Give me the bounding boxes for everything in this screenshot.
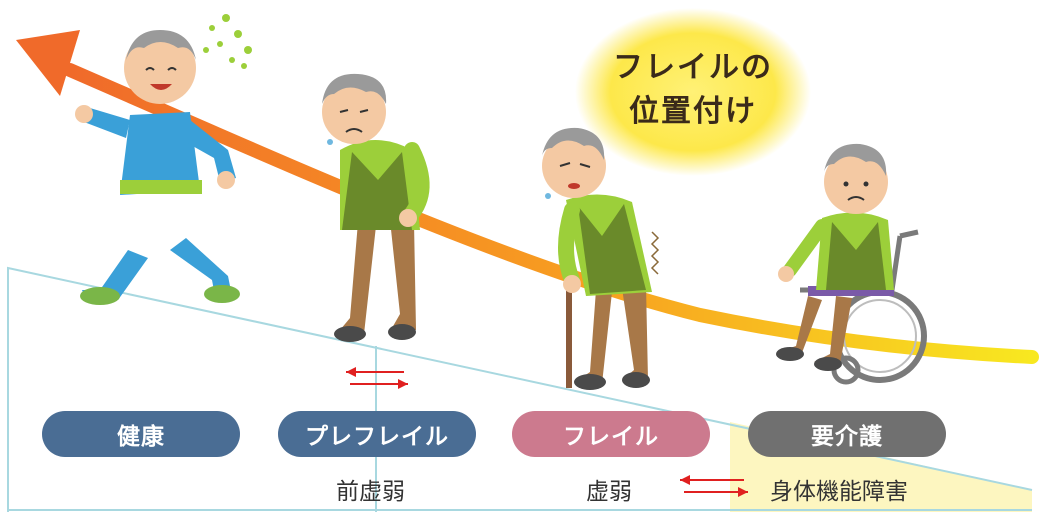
stage-pill-healthy: 健康 <box>42 411 240 457</box>
prefrail-man-figure <box>322 73 430 342</box>
title-glow <box>575 8 811 176</box>
stage-sub-care: 身体機能障害 <box>770 479 908 505</box>
title-line1: フレイルの <box>613 50 773 85</box>
stage-pill-care: 要介護 <box>748 411 946 457</box>
title-line2: 位置付け <box>629 94 757 129</box>
stage-pill-prefrail: プレフレイル <box>278 411 476 457</box>
healthy-man-figure <box>75 30 240 305</box>
stage-pill-frail: フレイル <box>512 411 710 457</box>
reversible-arrows-icon <box>346 367 408 389</box>
frail-man-figure <box>542 127 660 390</box>
title-badge: フレイルの 位置付け <box>578 10 808 170</box>
stage-sub-prefrail: 前虚弱 <box>336 479 405 505</box>
wheelchair-man-figure <box>776 143 927 385</box>
breath-dots-icon <box>203 14 252 69</box>
reversible-arrows-icon <box>680 475 748 497</box>
stage-sub-frail: 虚弱 <box>586 479 632 505</box>
